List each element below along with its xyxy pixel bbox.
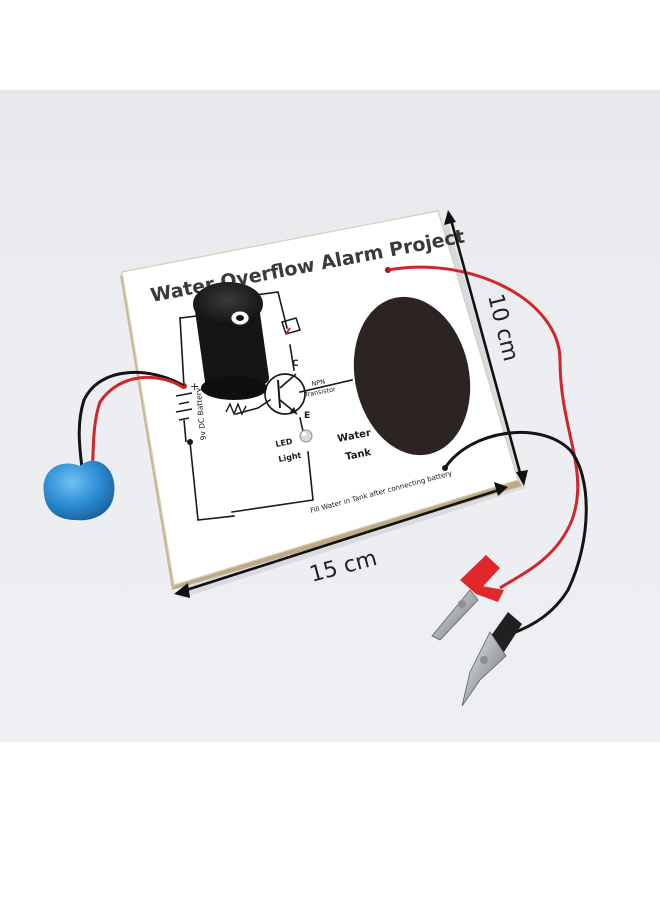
battery-wire-black (77, 370, 185, 469)
buzzer-symbol (281, 317, 301, 335)
led-label-line1: LED (275, 437, 294, 449)
width-dimension-arrow (174, 482, 508, 598)
tank-label-line2: Tank (344, 447, 372, 463)
led-label-line2: Light (278, 451, 303, 464)
height-dimension-arrow (444, 210, 528, 486)
transistor-pin-e: E (304, 411, 310, 421)
board-edge-bottom (172, 480, 522, 590)
alligator-clip-black (461, 612, 522, 707)
led-component (299, 429, 313, 443)
battery-plus-sign: + (190, 380, 199, 393)
battery-terminal-minus (187, 439, 193, 445)
transistor-label-line1: NPN (311, 377, 326, 387)
buzzer-symbol-lead (285, 327, 291, 335)
water-tank-pad (353, 296, 471, 456)
battery-symbol (175, 392, 193, 443)
lead-wire-red (387, 265, 580, 590)
resistor-symbol (225, 402, 247, 416)
lead-wire-black (443, 430, 588, 636)
buzzer-component (193, 282, 270, 400)
transistor-pin-c: C (292, 359, 299, 369)
alligator-clip-red (431, 555, 504, 641)
battery-wire-red (90, 375, 185, 471)
transistor-symbol (264, 373, 306, 415)
battery-snap-cap (43, 460, 115, 521)
